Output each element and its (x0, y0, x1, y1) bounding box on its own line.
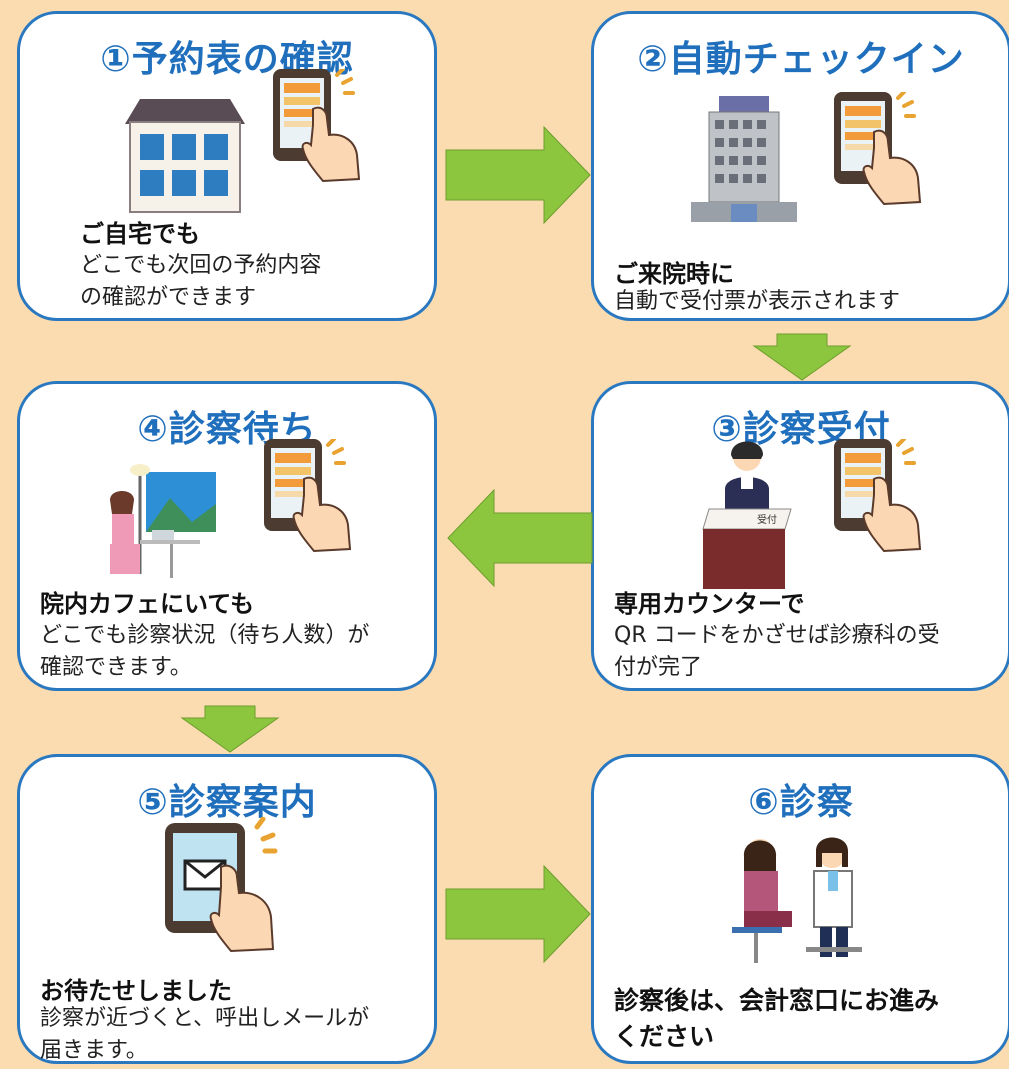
step-title: ④診察待ち (137, 409, 317, 450)
step-body: 自動で受付票が表示されます (614, 289, 901, 314)
step-card-6: ⑥診察 診察後は、会計窓口にお進み ください (591, 754, 1009, 1064)
step-card-4: ④診察待ち 院内カフェにいても どこでも診察状況（待ち人数）が 確認できます。 (17, 381, 437, 691)
step-title: ⑤診察案内 (137, 782, 317, 823)
hospital-building-icon (691, 96, 797, 222)
cafe-waiting-icon (110, 464, 216, 578)
step-body: 診察後は、会計窓口にお進み ください (614, 986, 940, 1051)
tablet-touch-icon (834, 92, 922, 206)
desk-label: 受付 (757, 513, 777, 526)
arrow-down-icon (180, 705, 280, 753)
step-body: QR コードをかざせば診療科の受 付が完了 (614, 623, 940, 680)
step-heading: お待たせしました (40, 977, 232, 1005)
tablet-touch-icon (273, 69, 361, 183)
reception-desk-icon: 受付 (702, 441, 792, 589)
tablet-touch-icon (264, 439, 352, 553)
step-title: ②自動チェックイン (637, 39, 965, 80)
step-heading: 院内カフェにいても (40, 590, 255, 618)
step-title: ①予約表の確認 (100, 39, 354, 80)
step-heading: ご来院時に (614, 260, 734, 288)
step-card-3: ③診察受付 受付 専用カウンターで QR コードをかざせば診療科の受 付が完了 (591, 381, 1009, 691)
arrow-right-icon (445, 864, 591, 964)
step-body: どこでも診察状況（待ち人数）が 確認できます。 (40, 623, 370, 680)
step-heading: ご自宅でも (80, 220, 200, 248)
step-body: 診察が近づくと、呼出しメールが 届きます。 (40, 1006, 370, 1063)
step-heading: 専用カウンターで (614, 590, 805, 618)
step-card-1: ①予約表の確認 ご自宅でも どこでも次回の予約内容 の確認ができます (17, 11, 437, 321)
house-icon (125, 99, 245, 213)
arrow-right-icon (445, 125, 591, 225)
tablet-touch-icon (834, 439, 922, 553)
arrow-down-icon (752, 333, 852, 381)
step-card-2: ②自動チェックイン ご来院時に 自動で受付票が表示されます (591, 11, 1009, 321)
arrow-left-icon (447, 488, 593, 588)
step-body: どこでも次回の予約内容 の確認ができます (80, 253, 322, 310)
step-title: ③診察受付 (711, 409, 891, 450)
doctor-consultation-icon (732, 837, 862, 963)
mail-phone-icon (165, 817, 278, 953)
step-card-5: ⑤診察案内 お待たせしました 診察が近づくと、呼出しメールが 届きます。 (17, 754, 437, 1064)
step-title: ⑥診察 (748, 782, 854, 823)
